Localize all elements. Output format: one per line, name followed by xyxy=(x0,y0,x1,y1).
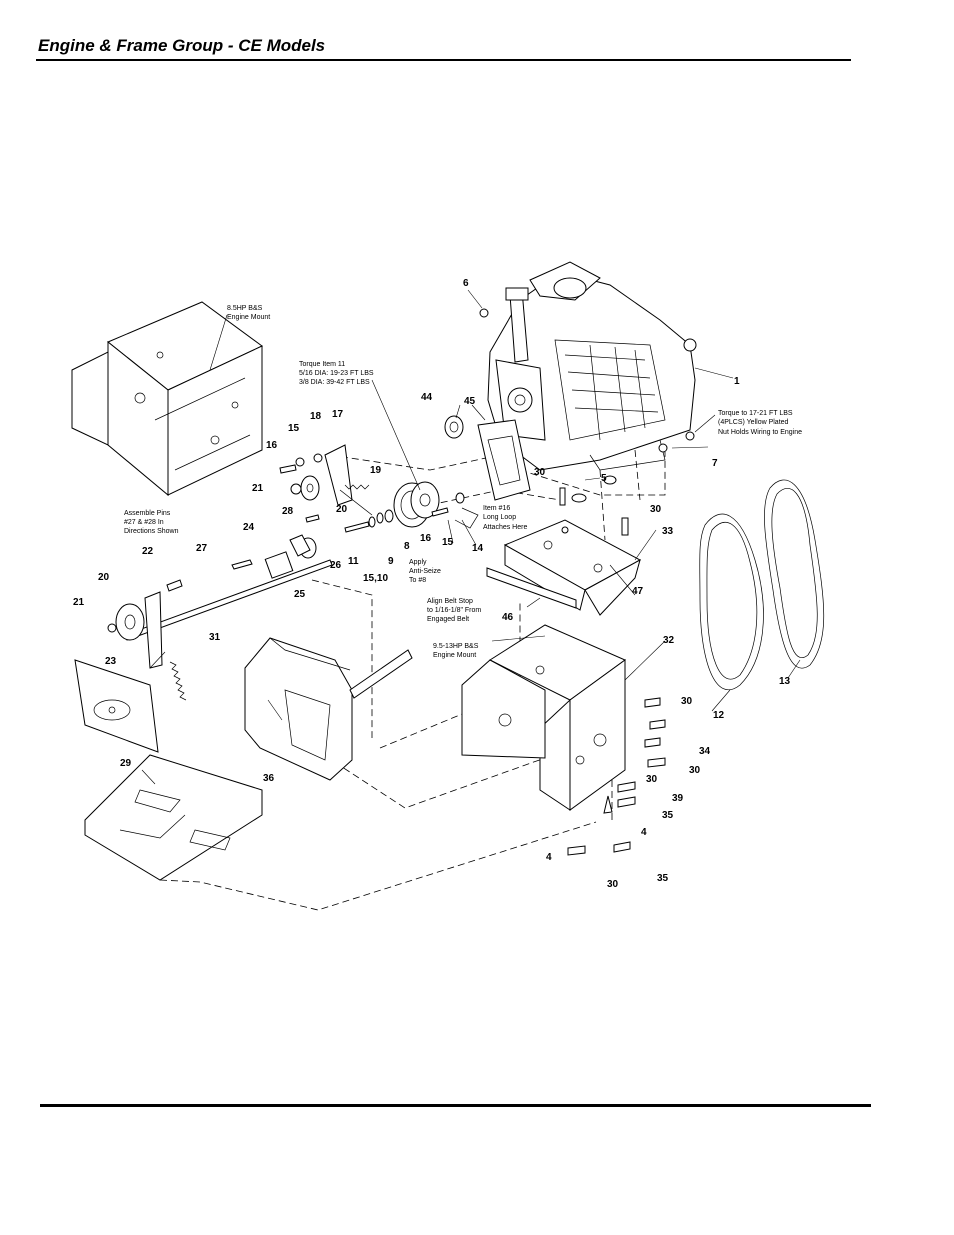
note-long-loop-line3: Attaches Here xyxy=(483,524,527,531)
idler-arm-group xyxy=(279,444,373,516)
callout-33: 33 xyxy=(662,526,674,537)
belt-guard-bracket xyxy=(477,419,531,501)
note-engine-mount-85-line1: 8.5HP B&S xyxy=(227,305,263,312)
callout-8: 8 xyxy=(404,541,410,552)
note-belt-stop-line2: to 1/16-1/8" From xyxy=(427,607,481,614)
callout-44: 44 xyxy=(421,392,433,403)
engine-mount-plate-95hp xyxy=(461,624,626,811)
note-engine-mount-95-line2: Engine Mount xyxy=(433,652,476,659)
callout-11: 11 xyxy=(348,556,359,567)
note-torque-11-line3: 3/8 DIA: 39-42 FT LBS xyxy=(299,379,370,386)
note-belt-stop-line1: Align Belt Stop xyxy=(427,598,473,605)
callout-12: 12 xyxy=(713,710,725,721)
callout-35: 35 xyxy=(662,810,674,821)
callout-5: 5 xyxy=(601,473,607,484)
note-torque-7-line1: Torque to 17-21 FT LBS xyxy=(718,410,793,417)
header-rule xyxy=(36,59,851,61)
callout-16: 16 xyxy=(420,533,432,544)
note-assemble-pins-line2: #27 & #28 In xyxy=(124,519,164,526)
callout-35: 35 xyxy=(657,873,669,884)
long-loop-14 xyxy=(454,507,479,529)
hardware-bolts xyxy=(479,308,695,856)
callout-16: 16 xyxy=(266,440,278,451)
belt-stop-bar xyxy=(486,567,577,609)
washer-stack xyxy=(344,492,465,533)
base-plate xyxy=(84,754,263,881)
callout-1: 1 xyxy=(734,376,740,387)
callout-17: 17 xyxy=(332,409,344,420)
callout-15-10: 15,10 xyxy=(363,573,388,584)
note-torque-11-line2: 5/16 DIA: 19-23 FT LBS xyxy=(299,370,374,377)
callout-31: 31 xyxy=(209,632,221,643)
note-belt-stop-line3: Engaged Belt xyxy=(427,616,469,623)
annotation-notes: 8.5HP B&S Engine Mount Torque Item 11 5/… xyxy=(124,305,802,659)
engine-assembly xyxy=(487,261,697,471)
note-torque-7-line3: Nut Holds Wiring to Engine xyxy=(718,429,802,436)
callout-27: 27 xyxy=(196,543,208,554)
callout-47: 47 xyxy=(632,586,644,597)
callout-30: 30 xyxy=(689,765,701,776)
callout-9: 9 xyxy=(388,556,394,567)
callout-21: 21 xyxy=(252,483,264,494)
callout-21: 21 xyxy=(73,597,85,608)
leader-lines xyxy=(141,289,801,785)
callout-20: 20 xyxy=(336,504,348,515)
callout-30: 30 xyxy=(681,696,693,707)
callout-13: 13 xyxy=(779,676,791,687)
callout-15: 15 xyxy=(442,537,454,548)
callout-30: 30 xyxy=(534,467,546,478)
callout-34: 34 xyxy=(699,746,711,757)
callout-23: 23 xyxy=(105,656,117,667)
callout-18: 18 xyxy=(310,411,322,422)
side-bracket-panel xyxy=(74,659,159,753)
callout-39: 39 xyxy=(672,793,684,804)
callout-29: 29 xyxy=(120,758,132,769)
callout-7: 7 xyxy=(712,458,718,469)
note-anti-seize-line3: To #8 xyxy=(409,577,426,584)
drive-belts xyxy=(699,479,825,691)
callout-19: 19 xyxy=(370,465,382,476)
engine-mount-plate-85hp xyxy=(71,301,263,497)
bearing-44 xyxy=(444,415,464,439)
callout-numbers: 1 4 4 5 6 7 8 9 11 12 13 14 15 15 15,10 … xyxy=(73,278,791,890)
callout-4: 4 xyxy=(546,852,552,863)
note-engine-mount-95-line1: 9.5-13HP B&S xyxy=(433,643,479,650)
callout-28: 28 xyxy=(282,506,294,517)
callout-22: 22 xyxy=(142,546,154,557)
control-shaft-assembly xyxy=(107,514,333,701)
drive-pulley xyxy=(393,481,440,528)
note-long-loop-line1: Item #16 xyxy=(483,505,510,512)
note-assemble-pins-line1: Assemble Pins xyxy=(124,510,171,517)
callout-4: 4 xyxy=(641,827,647,838)
note-torque-11-line1: Torque Item 11 xyxy=(299,361,345,368)
belt-cover xyxy=(244,637,413,781)
callout-45: 45 xyxy=(464,396,476,407)
note-anti-seize-line1: Apply xyxy=(409,559,427,566)
callout-46: 46 xyxy=(502,612,514,623)
callout-32: 32 xyxy=(663,635,675,646)
callout-6: 6 xyxy=(463,278,469,289)
callout-25: 25 xyxy=(294,589,306,600)
note-anti-seize-line2: Anti-Seize xyxy=(409,568,441,575)
callout-30: 30 xyxy=(650,504,662,515)
note-assemble-pins-line3: Directions Shown xyxy=(124,528,179,535)
footer-rule xyxy=(40,1104,871,1107)
mounting-plate-33 xyxy=(503,519,642,616)
callout-20: 20 xyxy=(98,572,110,583)
callout-26: 26 xyxy=(330,560,342,571)
note-engine-mount-85-line2: Engine Mount xyxy=(227,314,270,321)
note-long-loop-line2: Long Loop xyxy=(483,514,516,521)
callout-30: 30 xyxy=(646,774,658,785)
callout-36: 36 xyxy=(263,773,275,784)
callout-24: 24 xyxy=(243,522,255,533)
callout-30: 30 xyxy=(607,879,619,890)
callout-15: 15 xyxy=(288,423,300,434)
callout-14: 14 xyxy=(472,543,484,554)
note-torque-7-line2: (4PLCS) Yellow Plated xyxy=(718,419,789,426)
page-title: Engine & Frame Group - CE Models xyxy=(38,36,326,55)
